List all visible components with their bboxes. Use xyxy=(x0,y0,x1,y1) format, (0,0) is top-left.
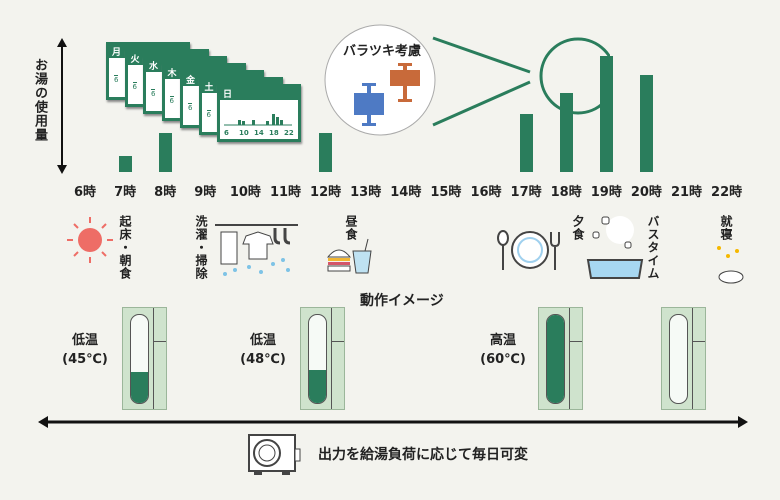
temp-label: 低温 (48℃) xyxy=(238,331,288,369)
hour-label: 19時 xyxy=(590,185,622,200)
hour-label: 15時 xyxy=(430,185,462,200)
tick-label: 18 xyxy=(269,129,279,137)
time-arrow xyxy=(38,416,748,428)
water-temp-gauge xyxy=(538,307,583,410)
variance-label: バラツキ考慮 xyxy=(343,44,422,59)
temp-value: (45℃) xyxy=(62,352,108,367)
usage-bar xyxy=(519,113,533,172)
hour-label: 12時 xyxy=(310,185,342,200)
tank-tube xyxy=(130,314,149,404)
hour-label: 21時 xyxy=(670,185,703,200)
blue-variance-icon xyxy=(354,83,384,126)
temp-value: (48℃) xyxy=(240,352,286,367)
sun-icon xyxy=(67,217,113,263)
tick-label: 6 xyxy=(151,89,156,98)
activity-label: 洗濯・掃除 xyxy=(194,215,208,280)
hour-label: 10時 xyxy=(229,185,261,200)
hour-label: 13時 xyxy=(350,185,382,200)
temp-value: (60℃) xyxy=(480,352,526,367)
tick-label: 6 xyxy=(114,75,119,84)
activity-label: バスタイム xyxy=(646,215,660,280)
tick-label: 6 xyxy=(224,129,229,137)
activity-label: 起床・朝食 xyxy=(118,215,132,280)
tank-tube xyxy=(546,314,565,404)
temp-level: 低温 xyxy=(249,333,276,348)
tick-label: 10 xyxy=(239,129,249,137)
tank-tube xyxy=(669,314,688,404)
hour-label: 6時 xyxy=(73,185,97,200)
lunch-icon xyxy=(326,238,372,274)
tick-label: 22 xyxy=(284,129,294,137)
tank-tube xyxy=(308,314,327,404)
hour-label: 20時 xyxy=(630,185,662,200)
hour-label: 18時 xyxy=(550,185,582,200)
hour-label: 14時 xyxy=(390,185,422,200)
temp-level: 低温 xyxy=(71,333,98,348)
temp-label: 高温 (60℃) xyxy=(478,331,528,369)
tank-side xyxy=(569,308,582,409)
footer-text: 出力を給湯負荷に応じて毎日可変 xyxy=(318,447,528,463)
tick-label: 6 xyxy=(188,103,193,112)
usage-bar xyxy=(599,56,613,172)
usage-bar xyxy=(639,75,653,172)
y-axis-label: お湯の使用量 xyxy=(32,58,47,142)
hour-label: 8時 xyxy=(154,185,177,200)
temp-label: 低温 (45℃) xyxy=(60,331,110,369)
y-axis-arrow xyxy=(57,38,67,174)
activity-label: 就寝 xyxy=(719,215,733,241)
day-label: 日 xyxy=(220,87,298,100)
water-temp-gauge xyxy=(300,307,345,410)
heat-pump-unit-icon xyxy=(248,434,301,475)
tank-side xyxy=(692,308,705,409)
hot-water-level xyxy=(131,372,148,403)
moon-icon xyxy=(704,246,744,284)
hot-water-level xyxy=(547,315,564,403)
tank-side xyxy=(153,308,166,409)
tick-label: 6 xyxy=(206,110,211,119)
water-temp-gauge xyxy=(661,307,706,410)
bathtub-icon xyxy=(586,216,644,279)
hour-label: 22時 xyxy=(711,185,743,200)
activity-label: 昼食 xyxy=(344,215,358,241)
hour-label: 11時 xyxy=(269,185,302,200)
hot-water-level xyxy=(309,369,326,403)
mini-usage-chart xyxy=(224,114,292,126)
laundry-icon xyxy=(215,224,298,276)
temp-level: 高温 xyxy=(489,333,516,348)
usage-bar xyxy=(118,155,132,172)
orange-variance-icon xyxy=(390,63,420,102)
usage-bar xyxy=(559,93,573,172)
tick-label: 14 xyxy=(254,129,264,137)
dinner-icon xyxy=(497,230,560,270)
hour-label: 9時 xyxy=(194,185,217,200)
day-card: 日 6 10 14 18 22 xyxy=(217,84,301,142)
hour-label: 7時 xyxy=(114,185,137,200)
tick-label: 6 xyxy=(132,82,137,91)
hour-label: 16時 xyxy=(470,185,502,200)
activity-title: 動作イメージ xyxy=(360,293,444,309)
activity-label: 夕食 xyxy=(571,215,585,241)
hour-label: 17時 xyxy=(510,185,542,200)
variance-zoom-graphic xyxy=(324,24,610,136)
usage-bar xyxy=(158,132,172,172)
usage-bar xyxy=(319,132,333,172)
tick-label: 6 xyxy=(169,96,174,105)
water-temp-gauge xyxy=(122,307,167,410)
tank-side xyxy=(331,308,344,409)
